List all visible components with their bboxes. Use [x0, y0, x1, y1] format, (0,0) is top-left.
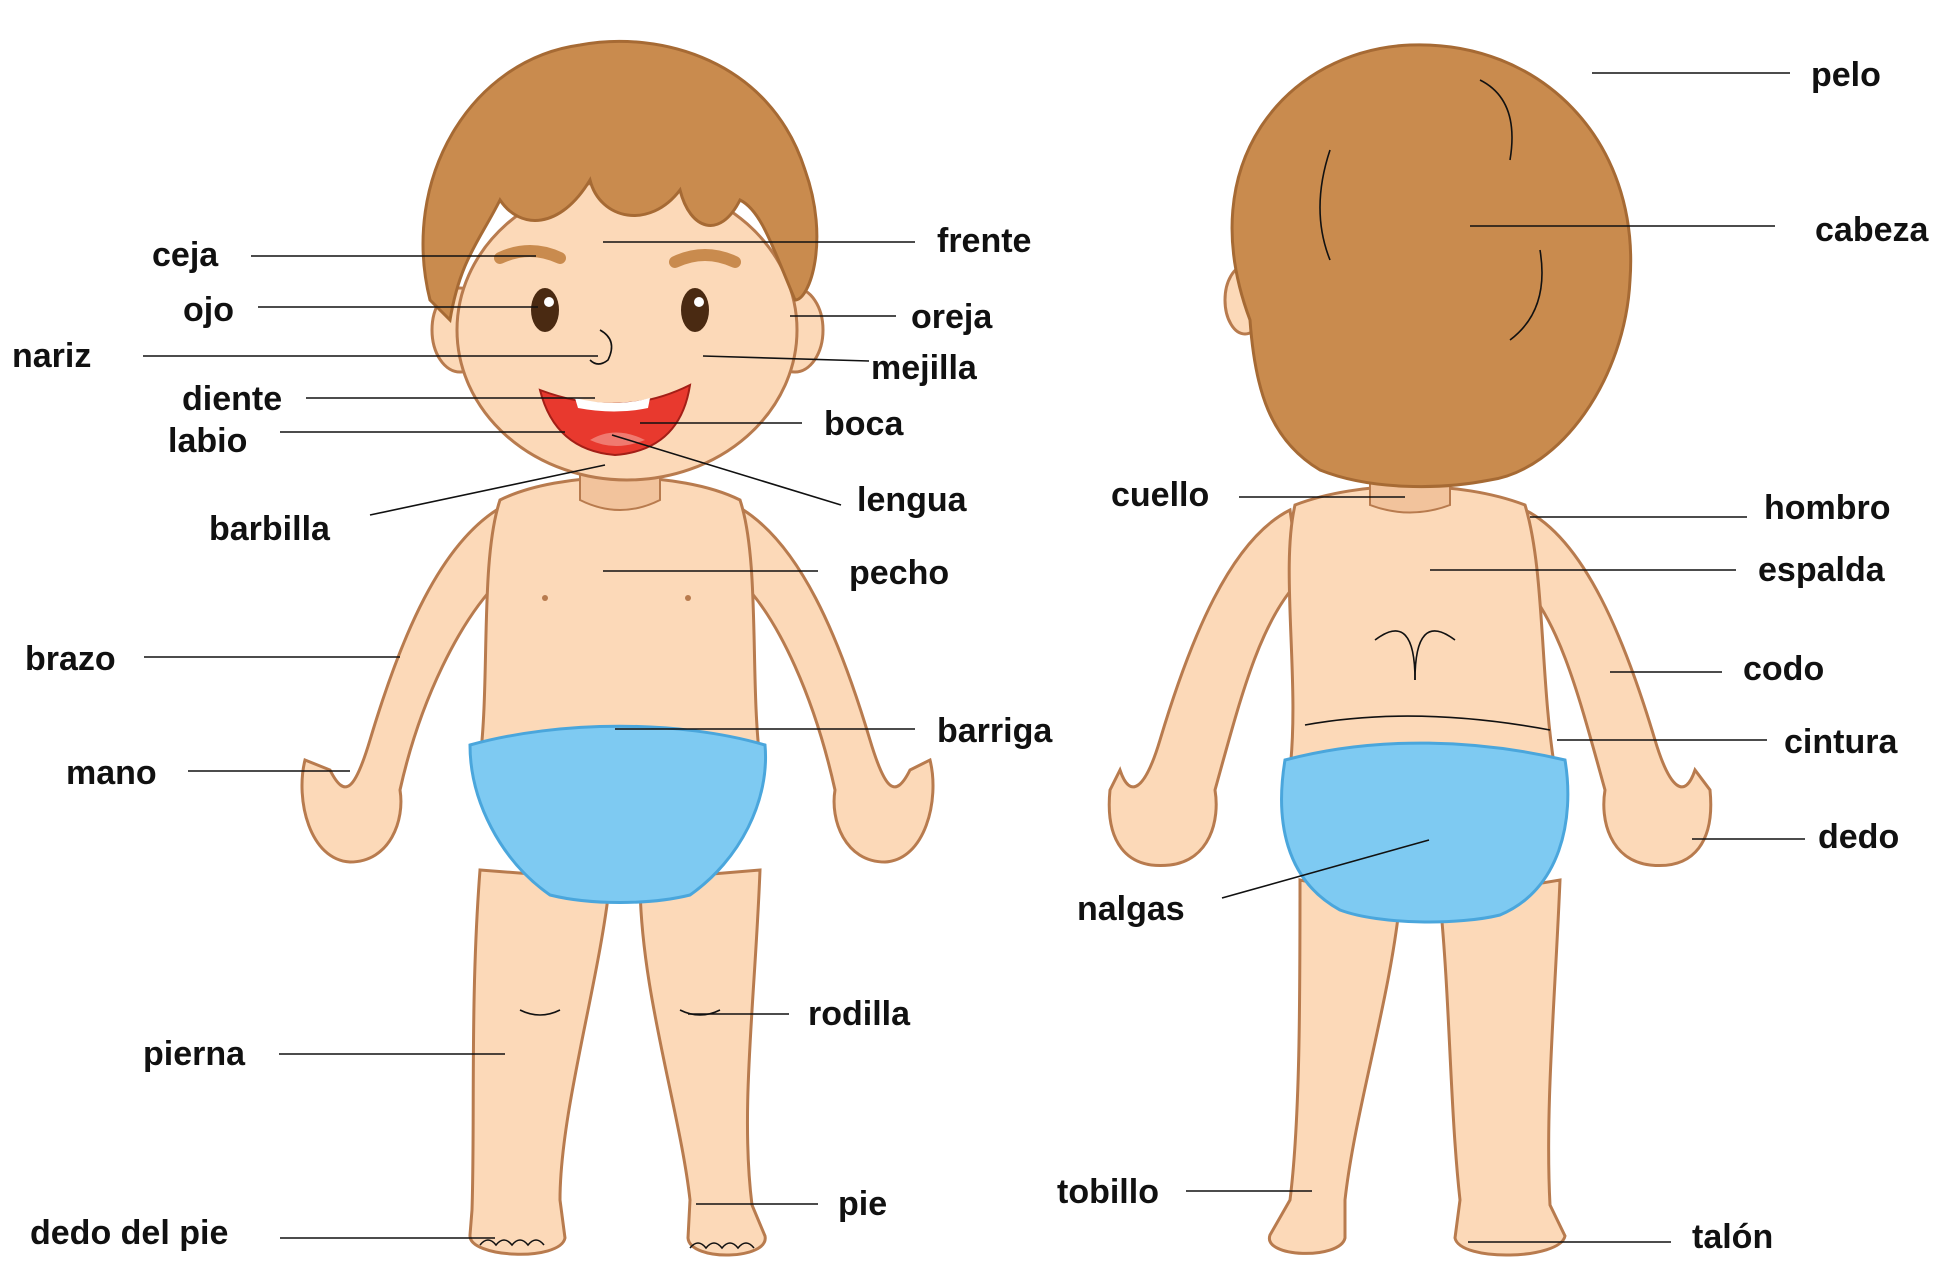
- back-left-leg: [1269, 880, 1400, 1253]
- label-frente: frente: [937, 224, 1031, 258]
- label-lengua: lengua: [857, 483, 967, 517]
- back-underwear: [1282, 743, 1568, 922]
- front-right-leg: [640, 870, 765, 1255]
- label-ojo: ojo: [183, 293, 234, 327]
- label-pie: pie: [838, 1187, 887, 1221]
- label-dedo: dedo: [1818, 820, 1899, 854]
- label-pelo: pelo: [1811, 58, 1881, 92]
- label-espalda: espalda: [1758, 553, 1885, 587]
- label-tobillo: tobillo: [1057, 1175, 1159, 1209]
- back-left-arm: [1109, 510, 1300, 866]
- label-barriga: barriga: [937, 714, 1052, 748]
- label-cuello: cuello: [1111, 478, 1209, 512]
- label-dedo-del-pie: dedo del pie: [30, 1216, 228, 1250]
- label-nariz: nariz: [12, 339, 91, 373]
- label-hombro: hombro: [1764, 491, 1891, 525]
- label-cabeza: cabeza: [1815, 213, 1928, 247]
- label-talon: talón: [1692, 1220, 1773, 1254]
- back-hair: [1232, 45, 1631, 487]
- label-diente: diente: [182, 382, 282, 416]
- label-brazo: brazo: [25, 642, 116, 676]
- front-figure: [302, 41, 933, 1255]
- back-torso: [1289, 486, 1555, 770]
- back-right-leg: [1440, 880, 1565, 1255]
- label-mano: mano: [66, 756, 157, 790]
- front-left-leg: [470, 870, 610, 1254]
- label-pierna: pierna: [143, 1037, 245, 1071]
- label-barbilla: barbilla: [209, 512, 330, 546]
- label-codo: codo: [1743, 652, 1824, 686]
- label-labio: labio: [168, 424, 247, 458]
- label-cintura: cintura: [1784, 725, 1897, 759]
- label-rodilla: rodilla: [808, 997, 910, 1031]
- label-oreja: oreja: [911, 300, 992, 334]
- label-pecho: pecho: [849, 556, 949, 590]
- label-mejilla: mejilla: [871, 351, 977, 385]
- front-torso: [480, 478, 760, 761]
- label-boca: boca: [824, 407, 903, 441]
- label-nalgas: nalgas: [1077, 892, 1185, 926]
- label-ceja: ceja: [152, 238, 218, 272]
- front-left-arm: [302, 505, 505, 862]
